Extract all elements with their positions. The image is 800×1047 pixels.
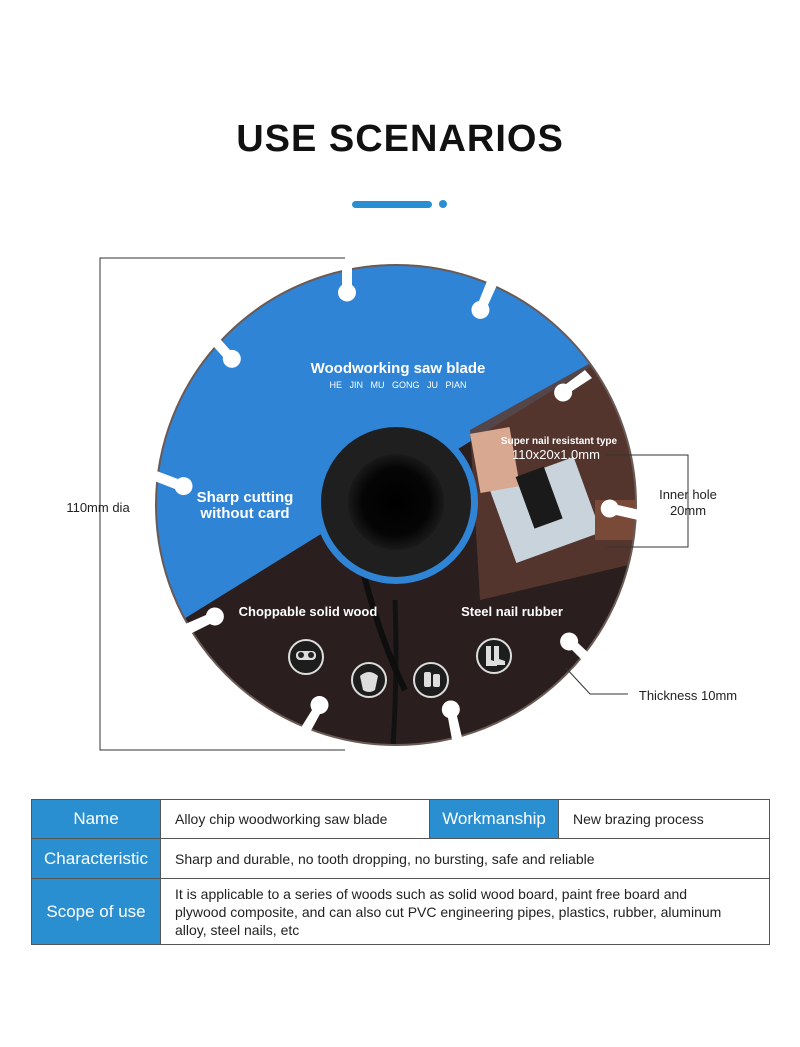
table-row: Name Alloy chip woodworking saw blade Wo… [31,799,770,839]
table-row: Characteristic Sharp and durable, no too… [31,838,770,879]
blade-type-text: Super nail resistant type [501,436,618,447]
inner-hole-label-line2: 20mm [669,503,707,518]
blade-subtitle: HE JIN MU GONG JU PIAN [329,380,466,390]
title-underline [352,201,432,208]
scope-header: Scope of use [31,878,161,945]
workmanship-value: New brazing process [558,799,770,839]
scope-value-line3: alloy, steel nails, etc [175,921,300,938]
boots-icon [476,638,512,674]
name-header: Name [31,799,161,839]
blade-bottom-right-text: Steel nail rubber [461,604,563,619]
diameter-bracket [99,257,345,751]
blade-left-text-1: Sharp cutting [197,489,294,506]
thickness-label: Thickness 10mm [638,688,738,703]
inner-hole-label: Inner hole 20mm [646,487,730,519]
spec-table: Name Alloy chip woodworking saw blade Wo… [31,799,770,945]
name-value: Alloy chip woodworking saw blade [160,799,430,839]
thickness-leader [565,667,628,695]
title-underline-dot [439,200,447,208]
blade-spec-text: 110x20x1.0mm [512,447,600,462]
scope-value-line1: It is applicable to a series of woods su… [175,885,688,902]
diameter-label: 110mm dia [66,500,130,515]
inner-hole [348,454,444,550]
blade-title: Woodworking saw blade [311,360,486,377]
inner-hole-bracket [607,454,689,548]
scope-value-line2: plywood composite, and can also cut PVC … [175,903,722,920]
blade-gullets [152,262,640,745]
workmanship-header: Workmanship [429,799,559,839]
scope-value: It is applicable to a series of woods su… [160,878,770,945]
blade-bottom-left-text: Choppable solid wood [239,604,378,619]
characteristic-value: Sharp and durable, no tooth dropping, no… [160,838,770,879]
page-title: USE SCENARIOS [236,118,564,160]
blade-left-text-2: without card [199,505,289,522]
inner-hole-label-line1: Inner hole [659,487,717,502]
goggles-icon [288,639,324,675]
safety-icons [288,638,512,698]
characteristic-header: Characteristic [31,838,161,879]
mask-icon [351,662,387,698]
gloves-icon [413,662,449,698]
table-row: Scope of use It is applicable to a serie… [31,878,770,945]
saw-blade-figure: Woodworking saw blade HE JIN MU GONG JU … [99,257,689,751]
